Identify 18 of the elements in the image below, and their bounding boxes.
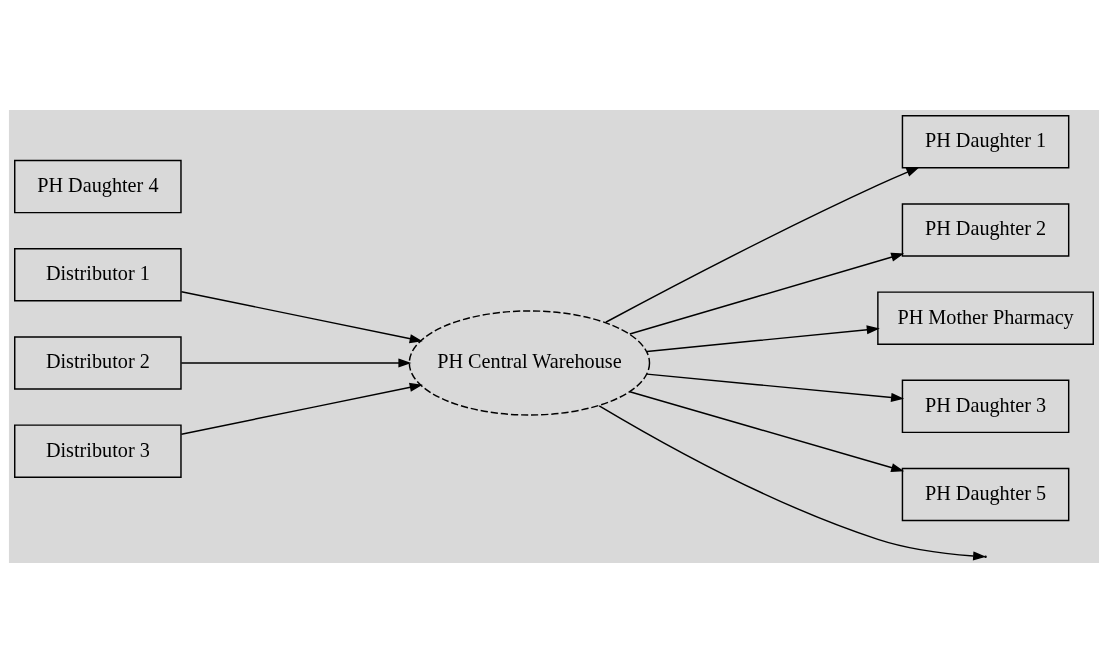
arrow <box>605 166 920 323</box>
node-box: Distributor 2 <box>14 335 182 390</box>
node-box: PH Daughter 5 <box>901 467 1070 521</box>
arrow <box>629 252 905 335</box>
arrow <box>629 390 905 472</box>
node-box: Distributor 3 <box>14 423 182 478</box>
arrow <box>598 404 987 561</box>
node-box: Distributor 1 <box>14 247 182 302</box>
arrow <box>646 372 905 402</box>
node-box: PH Daughter 1 <box>901 114 1070 169</box>
node-box: PH Daughter 4 <box>14 159 182 213</box>
arrow <box>180 357 412 368</box>
arrow <box>646 324 880 352</box>
node-box: PH Mother Pharmacy <box>877 290 1094 345</box>
arrow <box>180 290 423 343</box>
arrow <box>180 382 423 435</box>
node-box: PH Daughter 3 <box>901 379 1070 433</box>
node-box: PH Daughter 2 <box>901 202 1070 257</box>
